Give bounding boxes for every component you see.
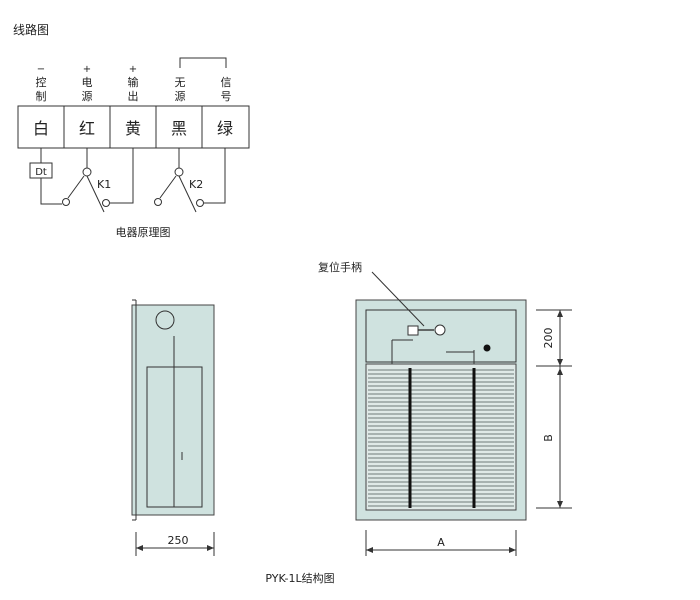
dimension-front-width <box>365 530 517 556</box>
front-width-label: A <box>437 536 445 549</box>
label-passive-2: 源 <box>175 89 186 103</box>
label-control-1: 控 <box>36 75 47 89</box>
passive-signal-bracket <box>179 57 227 68</box>
label-output-1: 输 <box>128 75 139 89</box>
dimension-side-depth <box>135 532 215 556</box>
terminal-white: 白 <box>33 119 49 138</box>
dimension-top-height <box>536 309 572 367</box>
dimension-body-height <box>536 366 572 509</box>
switch-k1 <box>40 148 134 213</box>
circuit-caption: 电器原理图 <box>116 226 171 239</box>
label-power-1: 电 <box>82 76 93 89</box>
reset-handle <box>371 271 446 336</box>
label-signal-1: 信 <box>221 76 232 89</box>
wiring-title: 线路图 <box>13 22 49 37</box>
side-depth-label: 250 <box>168 534 189 547</box>
switch-k1-label: K1 <box>97 178 111 191</box>
body-height-label: B <box>542 434 555 442</box>
top-height-label: 200 <box>542 328 555 349</box>
terminal-red: 红 <box>79 119 95 138</box>
switch-k2-label: K2 <box>189 178 203 191</box>
dt-label: Dt <box>35 167 47 178</box>
dt-coil <box>29 148 53 198</box>
structure-caption: PYK-1L结构图 <box>265 571 334 585</box>
polarity-mark-power: + <box>83 64 91 75</box>
louver-bars <box>408 368 476 508</box>
reset-handle-label: 复位手柄 <box>318 260 362 274</box>
label-control-2: 制 <box>36 90 47 103</box>
terminal-yellow: 黄 <box>125 119 141 138</box>
polarity-mark-output: + <box>129 64 137 75</box>
side-view <box>131 299 215 521</box>
louver-blades <box>368 369 514 507</box>
terminal-black: 黑 <box>171 119 187 138</box>
label-passive-1: 无 <box>175 76 186 89</box>
polarity-mark-control: − <box>37 64 45 75</box>
label-output-2: 出 <box>128 89 139 103</box>
label-power-2: 源 <box>82 89 93 103</box>
switch-k2 <box>154 148 226 213</box>
label-signal-2: 号 <box>221 90 232 103</box>
terminal-green: 绿 <box>217 119 233 138</box>
